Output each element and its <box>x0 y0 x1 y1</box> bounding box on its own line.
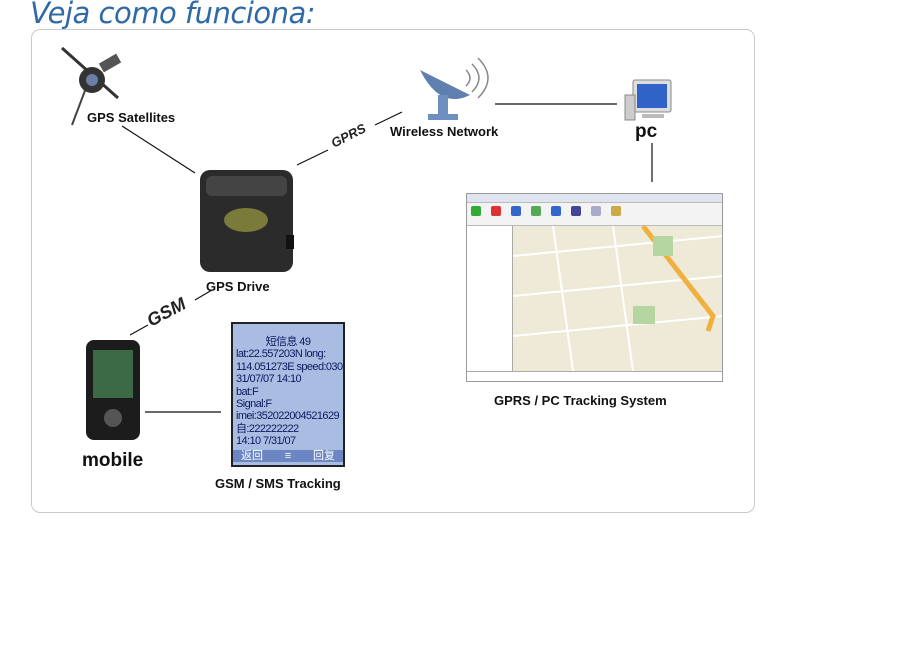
softkey-reply: 回复 <box>312 449 335 462</box>
satellite-dish-icon <box>420 57 489 120</box>
label-gps-satellites: GPS Satellites <box>87 110 176 125</box>
sms-line: 自:222222222 <box>236 422 299 435</box>
sms-header: 短信息 49 <box>265 336 311 348</box>
line-gsm-device <box>194 289 213 301</box>
sms-line: Signal:F <box>236 398 272 411</box>
sms-line: imei:352022004521629 <box>236 410 340 423</box>
map-view <box>513 226 722 371</box>
gps-device-icon <box>200 170 294 272</box>
sms-line: 14:10 7/31/07 <box>236 435 296 448</box>
sms-line: 31/07/07 14:10 <box>236 373 302 386</box>
sms-screen: 短信息 49 lat:22.557203N long: 114.051273E … <box>231 322 345 467</box>
label-wireless-network: Wireless Network <box>390 124 499 139</box>
label-mobile: mobile <box>82 450 144 471</box>
softkey-back: 返回 <box>241 449 263 462</box>
softkey-menu: ≡ <box>284 449 292 462</box>
sms-softkeys: 返回 ≡ 回复 <box>233 449 343 463</box>
line-mobile-gsm <box>129 324 149 336</box>
device-tree-panel <box>467 226 513 371</box>
sms-line: 114.051273E speed:030.0 <box>236 360 345 373</box>
label-sms-tracking: GSM / SMS Tracking <box>215 476 341 491</box>
label-pc-tracking: GPRS / PC Tracking System <box>494 393 667 408</box>
label-pc: pc <box>635 121 658 142</box>
computer-icon <box>624 79 672 121</box>
sms-line: lat:22.557203N long: <box>236 348 326 361</box>
sms-line: bat:F <box>236 385 259 398</box>
line-satellite-device <box>121 125 196 174</box>
mobile-phone-icon <box>86 340 140 440</box>
line-device-gprs <box>296 149 329 166</box>
satellite-icon <box>61 46 122 126</box>
software-toolbar <box>467 203 722 226</box>
tracking-software-screenshot <box>466 193 723 382</box>
label-gps-drive: GPS Drive <box>206 279 270 294</box>
line-gprs-network <box>374 111 403 126</box>
page-title: Veja como funciona: <box>30 0 316 30</box>
